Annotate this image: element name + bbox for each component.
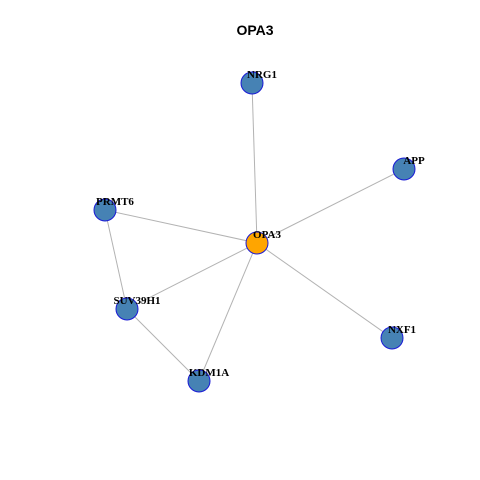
edge-opa3-nrg1 bbox=[251, 82, 258, 244]
node-layer bbox=[93, 71, 416, 393]
node-label-app: APP bbox=[403, 155, 425, 167]
node-nrg1[interactable] bbox=[240, 71, 264, 95]
node-label-nxf1: NXF1 bbox=[388, 324, 416, 336]
node-nxf1[interactable] bbox=[380, 326, 404, 350]
edge-suv39h1-kdm1a bbox=[126, 308, 200, 382]
edge-opa3-app bbox=[256, 168, 405, 244]
edge-layer bbox=[104, 82, 405, 382]
node-suv39h1[interactable] bbox=[115, 297, 139, 321]
graph-title: OPA3 bbox=[236, 22, 273, 38]
edge-opa3-suv39h1 bbox=[126, 242, 258, 310]
node-label-prmt6: PRMT6 bbox=[96, 196, 134, 208]
node-label-opa3: OPA3 bbox=[253, 229, 281, 241]
node-prmt6[interactable] bbox=[93, 198, 117, 222]
node-kdm1a[interactable] bbox=[187, 369, 211, 393]
edge-opa3-nxf1 bbox=[256, 242, 393, 339]
node-label-suv39h1: SUV39H1 bbox=[113, 295, 160, 307]
edge-prmt6-suv39h1 bbox=[104, 209, 128, 310]
edge-opa3-prmt6 bbox=[104, 209, 258, 244]
edge-opa3-kdm1a bbox=[198, 242, 258, 382]
node-label-kdm1a: KDM1A bbox=[189, 367, 229, 379]
node-label-nrg1: NRG1 bbox=[247, 69, 277, 81]
node-opa3[interactable] bbox=[245, 231, 269, 255]
node-app[interactable] bbox=[392, 157, 416, 181]
